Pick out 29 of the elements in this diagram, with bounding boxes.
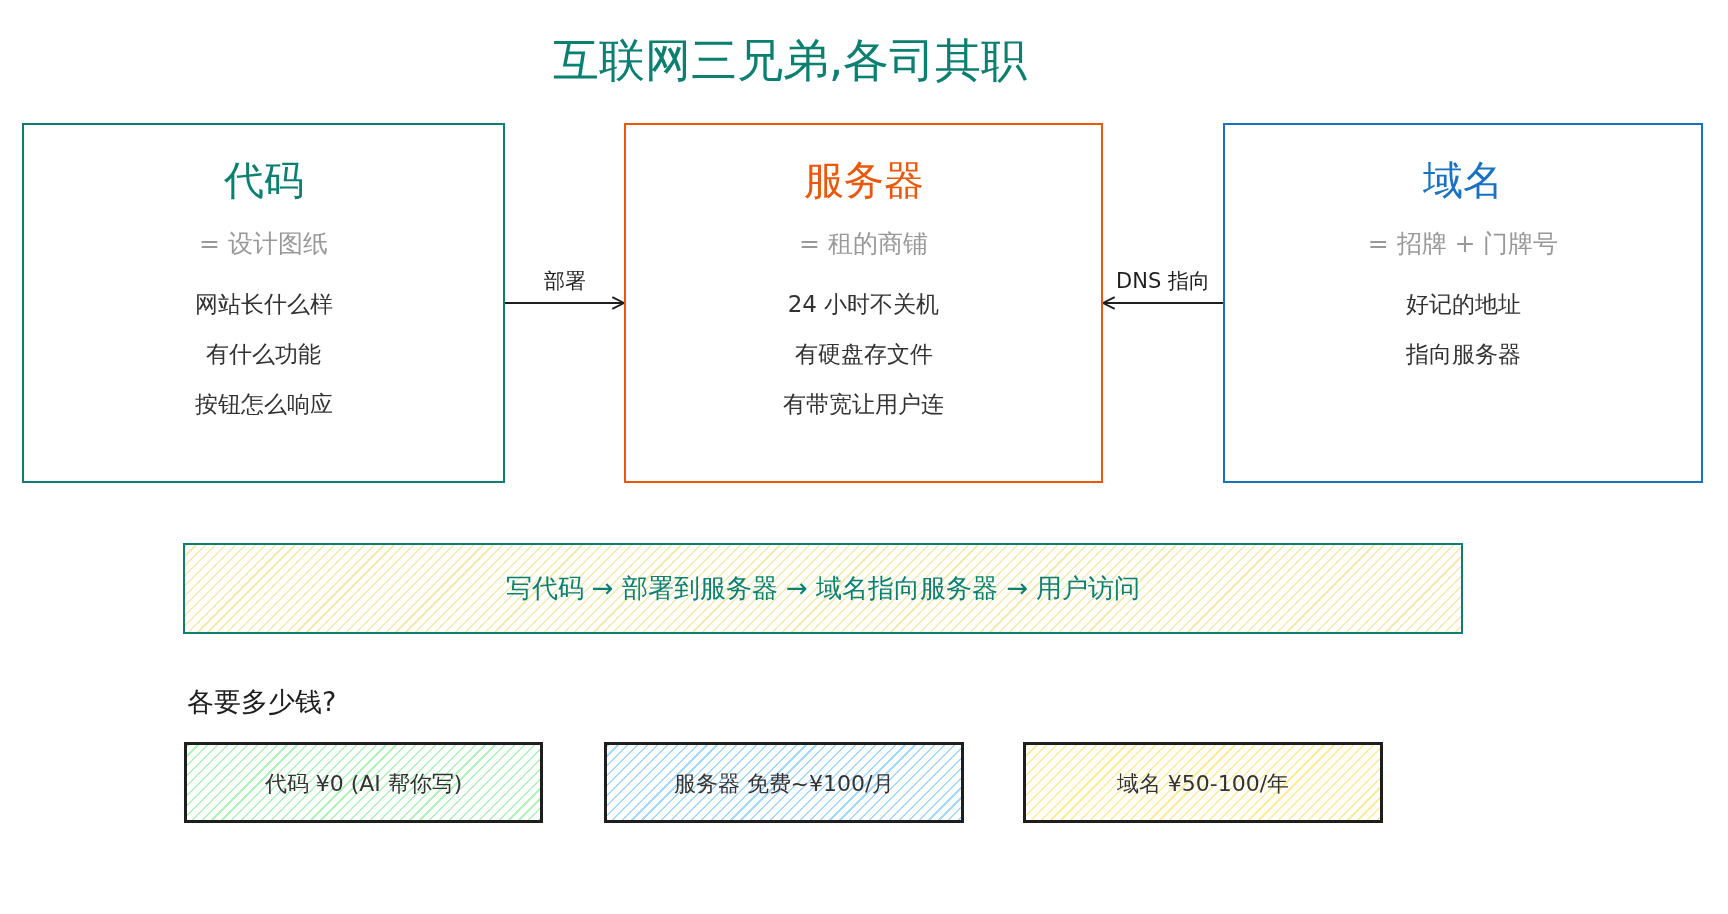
cost-box — [1023, 742, 1383, 823]
card-text: 指向服务器 — [1404, 340, 1522, 369]
cost-text: 代码 ¥0 (AI 帮你写) — [263, 770, 464, 798]
card-subtitle: = 租的商铺 — [798, 228, 929, 260]
arrow — [505, 296, 625, 310]
card-box — [624, 123, 1103, 483]
cost-text: 服务器 免费~¥100/月 — [672, 770, 896, 798]
banner-text: 写代码 → 部署到服务器 → 域名指向服务器 → 用户访问 — [504, 572, 1142, 605]
card-text: 按钮怎么响应 — [193, 390, 334, 419]
cost-box — [184, 742, 543, 823]
flow-banner — [183, 543, 1463, 634]
card-subtitle: = 设计图纸 — [198, 228, 329, 260]
title: 互联网三兄弟,各司其职 — [551, 32, 1029, 89]
card-text: 好记的地址 — [1404, 290, 1522, 319]
cost-text: 域名 ¥50-100/年 — [1115, 770, 1291, 798]
card-box — [22, 123, 505, 483]
card-box — [1223, 123, 1703, 483]
card-text: 有什么功能 — [205, 340, 322, 369]
card-text: 有硬盘存文件 — [793, 340, 934, 369]
cost-box — [604, 742, 964, 823]
card-heading: 服务器 — [802, 156, 925, 205]
card-text: 网站长什么样 — [193, 290, 334, 319]
card-heading: 代码 — [222, 156, 305, 205]
card-subtitle: = 招牌 + 门牌号 — [1366, 228, 1560, 260]
section-label: 各要多少钱? — [187, 685, 337, 719]
arrow — [1102, 296, 1223, 310]
card-text: 有带宽让用户连 — [782, 390, 945, 419]
card-heading: 域名 — [1422, 156, 1504, 205]
card-text: 24 小时不关机 — [786, 290, 941, 319]
